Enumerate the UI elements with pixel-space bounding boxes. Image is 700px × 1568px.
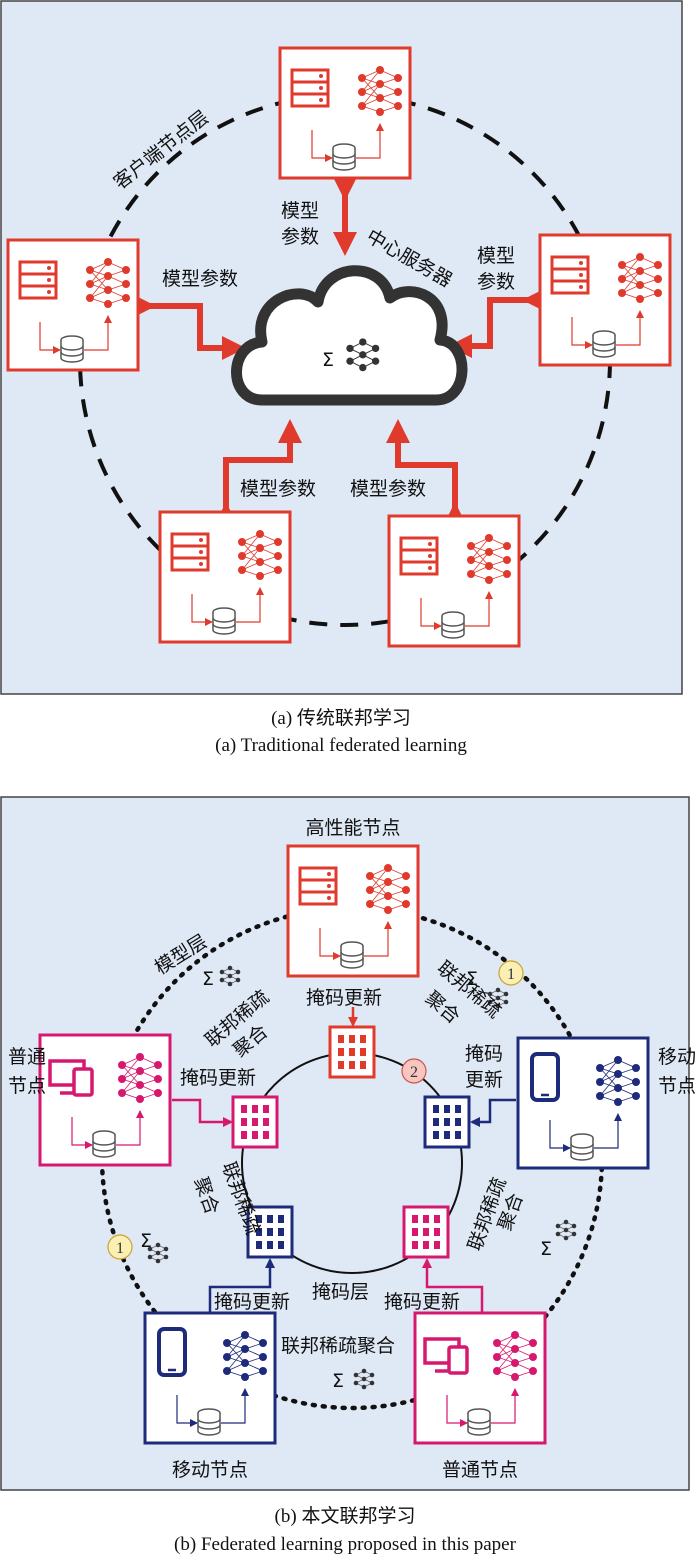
- sigma-symbol-left: Σ: [140, 1230, 152, 1252]
- client-node-top: [280, 48, 410, 178]
- sigma-symbol-bottom: Σ: [332, 1370, 344, 1392]
- cloud-icon: [231, 265, 468, 406]
- edge-label-top-1: 模型: [281, 200, 319, 222]
- mask-layer-label: 掩码层: [312, 1281, 369, 1303]
- step-2-label: 2: [410, 1064, 418, 1081]
- mask-grid-icon-red: [328, 1025, 376, 1079]
- panel-a-arrows: [132, 177, 546, 526]
- mask-update-top: 掩码更新: [306, 987, 382, 1009]
- step-1-label-left: 1: [116, 1240, 124, 1257]
- sigma-symbol-right: Σ: [540, 1238, 552, 1260]
- caption-a-cn: (a) 传统联邦学习: [271, 707, 411, 729]
- sigma-symbol: Σ: [322, 349, 334, 371]
- edge-label-right-2: 参数: [477, 271, 515, 293]
- client-node-bottom-right: [389, 516, 519, 646]
- mobile-node-label-bottom: 移动节点: [172, 1459, 248, 1481]
- step-1-label-top: 1: [507, 966, 515, 983]
- normal-node-label-left-1: 普通: [8, 1046, 46, 1068]
- mask-update-bottom-right: 掩码更新: [384, 1291, 460, 1313]
- caption-b-cn: (b) 本文联邦学习: [275, 1505, 416, 1527]
- mask-label-right: 掩码: [465, 1043, 503, 1065]
- mask-grid-icon-navy-right: [423, 1095, 471, 1149]
- client-node-left: [8, 240, 138, 370]
- mask-grid-icon-magenta-left: [231, 1095, 279, 1149]
- caption-a-en: (a) Traditional federated learning: [215, 735, 467, 756]
- edge-label-top-2: 参数: [281, 226, 319, 248]
- mask-grid-icon-magenta-bottom: [402, 1205, 450, 1259]
- caption-b-en: (b) Federated learning proposed in this …: [174, 1534, 517, 1555]
- edge-label-bottom-left: 模型参数: [240, 478, 316, 500]
- mobile-node-bottom: [145, 1313, 275, 1443]
- sigma-symbol-top-right: Σ: [466, 968, 478, 990]
- mobile-node-right: [518, 1038, 648, 1168]
- high-performance-node: [288, 846, 418, 976]
- step-1-badge-left: [107, 1234, 133, 1260]
- mask-update-bottom-left: 掩码更新: [214, 1291, 290, 1313]
- client-node-right: [540, 235, 670, 365]
- step-2-badge: [401, 1058, 427, 1084]
- update-label-right: 更新: [465, 1069, 503, 1091]
- mobile-node-label-right-2: 节点: [658, 1075, 696, 1097]
- sigma-symbol-top-left: Σ: [202, 968, 214, 990]
- sparse-agg-bottom: 联邦稀疏聚合: [281, 1335, 395, 1357]
- edge-label-bottom-right: 模型参数: [350, 478, 426, 500]
- mobile-node-label-right-1: 移动: [658, 1046, 696, 1068]
- edge-label-right-1: 模型: [477, 245, 515, 267]
- high-performance-node-label: 高性能节点: [305, 817, 400, 839]
- client-node-bottom-left: [160, 512, 290, 642]
- edge-label-left: 模型参数: [162, 268, 238, 290]
- normal-node-left: [40, 1035, 170, 1165]
- normal-node-bottom: [415, 1313, 545, 1443]
- normal-node-label-left-2: 节点: [8, 1075, 46, 1097]
- mask-update-arrows: [172, 1007, 516, 1312]
- mask-update-left: 掩码更新: [180, 1067, 256, 1089]
- normal-node-label-bottom: 普通节点: [442, 1459, 518, 1481]
- step-1-badge-top: [498, 960, 524, 986]
